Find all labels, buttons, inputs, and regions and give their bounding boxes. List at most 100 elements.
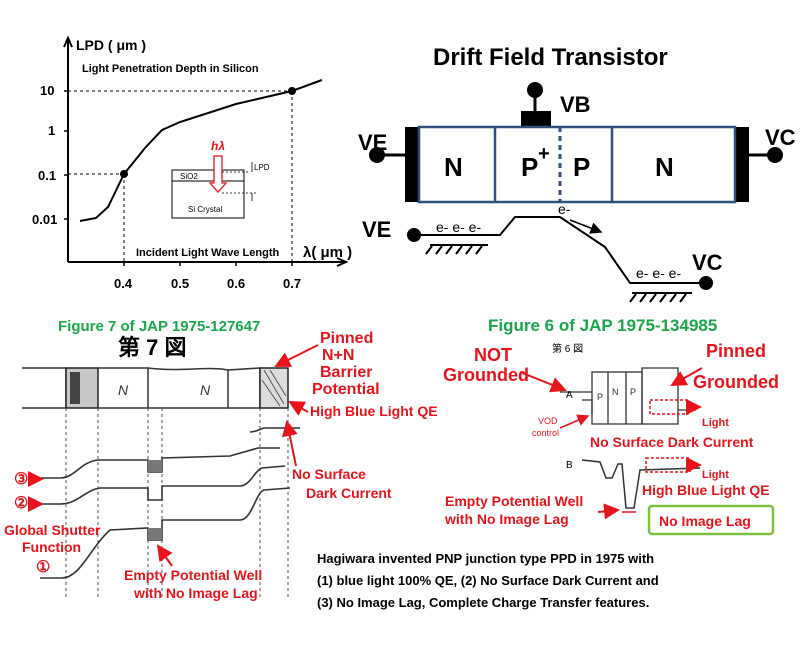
silicon-inset: SiO2 Si Crystal hλ LPD [171,139,270,219]
light-label-2: Light [702,469,729,481]
high-blue-arrow [288,401,309,416]
data-point [288,87,296,95]
not-grounded-line: Grounded [443,365,529,385]
lpd-curve [79,79,323,222]
chart-inner-title: Light Penetration Depth in Silicon [82,63,259,75]
vod-label: VOD [538,416,558,426]
light-label-1: Light [702,417,729,429]
x-tick-label: 0.7 [283,276,301,291]
fig6-potential [581,459,701,513]
fig7-pinned-label: Pinned N+N Barrier Potential [312,330,380,398]
pinned-grounded-arrow [670,367,703,386]
figure-7: Figure 7 of JAP 1975-127647 第 7 図 N N [4,318,438,601]
fig7-no-surface: No Surface [292,466,366,482]
fig6-kanji: 第 6 図 [552,342,583,355]
ve-label: VE [358,130,387,155]
fig6-title: Figure 6 of JAP 1975-134985 [488,316,717,335]
fig6-no-surface: No Surface Dark Current [590,434,754,450]
drift-title: Drift Field Transistor [433,44,668,71]
region-n-emitter: N [444,152,463,182]
caption-line: (1) blue light 100% QE, (2) No Surface D… [317,573,659,588]
x-tick-label: 0.5 [171,276,189,291]
pinned-arrow [274,344,319,367]
pinned-grounded-line: Pinned [706,341,766,361]
y-tick-label: 10 [40,83,54,98]
label-b: B [566,460,573,471]
y-tick-label: 0.01 [32,212,57,227]
vc-band-label: VC [692,250,723,275]
emitter-contact [405,127,419,202]
plus-sign: + [538,143,550,165]
x-axis-label: λ( μm ) [303,244,352,261]
fig6-empty-well-arrow [597,503,620,520]
not-grounded-arrow [519,371,567,393]
photon-arrow [208,155,228,193]
vc-terminal [767,147,783,163]
x-tick-label: 0.6 [227,276,245,291]
empty-well-line: Empty Potential Well [124,567,262,583]
fig7-high-blue: High Blue Light QE [310,403,438,419]
no-image-lag-box [647,504,775,536]
drift-transistor: Drift Field Transistor VB VE VC N P + P … [358,44,796,303]
circled-two: ② [14,495,28,512]
fig7-title: Figure 7 of JAP 1975-127647 [58,318,260,335]
crystal-label: Si Crystal [188,205,222,214]
drift-arrow [569,219,603,234]
svg-text:N: N [200,382,211,398]
depth-label: LPD [254,163,270,172]
svg-text:N: N [118,382,129,398]
y-tick-label: 0.1 [38,168,56,183]
vod-label: control [532,428,559,438]
empty-well-line: with No Image Lag [133,585,258,601]
label-a: A [566,390,573,401]
electrons-collector: e- e- e- [636,265,681,281]
base-contact [521,111,551,127]
fig6-empty-well-line: Empty Potential Well [445,493,583,509]
data-point [120,170,128,178]
figure-6: Figure 6 of JAP 1975-134985 第 6 図 P N P … [443,316,779,536]
lpd-chart: LPD ( μm ) λ( μm ) Light Penetration Dep… [32,35,352,291]
vc-band-terminal [699,276,713,290]
fig6-device: P N P [560,367,696,425]
pinned-line: Pinned [320,330,373,347]
global-shutter-line: Function [22,539,81,555]
global-shutter-line: Global Shutter [4,522,101,538]
fig6-empty-well-line: with No Image Lag [444,511,569,527]
svg-text:P: P [630,387,636,397]
circled-three: ③ [14,471,28,488]
fig6-high-blue: High Blue Light QE [642,482,770,498]
ve-terminal [369,147,385,163]
caption-line: Hagiwara invented PNP junction type PPD … [317,551,654,566]
region-p-plus: P [521,152,538,182]
x-tick-label: 0.4 [114,276,133,291]
no-image-lag-text: No Image Lag [659,513,751,529]
potential-curve-2 [40,465,286,505]
y-tick-label: 1 [48,123,55,138]
circled-one: ① [36,559,50,576]
not-grounded-line: NOT [474,345,512,365]
collector-contact [735,127,749,202]
svg-text:N: N [612,387,619,397]
region-n-collector: N [655,152,674,182]
caption-line: (3) No Image Lag, Complete Charge Transf… [317,595,649,610]
empty-well-arrow [156,544,173,567]
vb-terminal [527,82,543,98]
fig7-device: N N [22,367,289,409]
fig7-kanji: 第 7 図 [118,335,186,360]
ve-band-label: VE [362,217,391,242]
vb-label: VB [560,92,591,117]
caption: Hagiwara invented PNP junction type PPD … [317,551,659,610]
region-p: P [573,152,590,182]
band-edge [414,216,700,284]
potential-curve-3 [40,447,280,479]
fig7-dark-current: Dark Current [306,485,392,501]
pinned-grounded-line: Grounded [693,372,779,392]
oxide-label: SiO2 [180,172,198,181]
y-axis-label: LPD ( μm ) [76,37,146,53]
electron-drifting: e- [558,201,571,217]
pinned-line: N+N [322,347,354,364]
pinned-line: Barrier [320,364,372,381]
vc-label: VC [765,125,796,150]
pinned-line: Potential [312,381,380,398]
